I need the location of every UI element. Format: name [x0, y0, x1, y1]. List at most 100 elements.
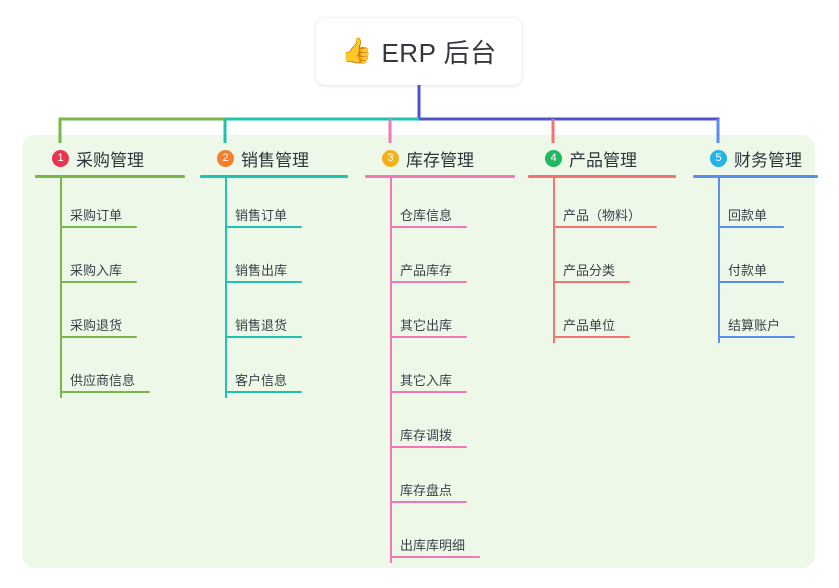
- menu-item-label: 回款单: [728, 208, 768, 223]
- menu-item[interactable]: 销售退货: [200, 288, 348, 343]
- menu-item-rule: [390, 501, 467, 503]
- root-node[interactable]: 👍 ERP 后台: [316, 18, 522, 85]
- column-title: 财务管理: [734, 150, 802, 170]
- column-stem: [60, 178, 62, 398]
- menu-item-label: 销售出库: [235, 263, 288, 278]
- menu-item-rule: [553, 281, 630, 283]
- menu-item-rule: [60, 281, 137, 283]
- menu-item-label: 产品分类: [563, 263, 616, 278]
- menu-item[interactable]: 回款单: [693, 178, 818, 233]
- column-title: 库存管理: [406, 150, 474, 170]
- menu-item-rule: [390, 446, 467, 448]
- menu-item-label: 其它出库: [400, 318, 453, 333]
- menu-item-rule: [225, 391, 302, 393]
- menu-item[interactable]: 产品单位: [528, 288, 676, 343]
- menu-item-rule: [553, 336, 630, 338]
- menu-item-rule: [225, 336, 302, 338]
- column-stem: [225, 178, 227, 398]
- menu-item-label: 采购退货: [70, 318, 123, 333]
- column-1: 1 采购管理采购订单采购入库采购退货供应商信息: [35, 146, 185, 398]
- menu-item[interactable]: 供应商信息: [35, 343, 185, 398]
- menu-item[interactable]: 库存盘点: [365, 453, 515, 508]
- menu-item-label: 产品单位: [563, 318, 616, 333]
- column-items: 仓库信息产品库存其它出库其它入库库存调拨库存盘点出库库明细: [365, 178, 515, 563]
- menu-item-label: 销售订单: [235, 208, 288, 223]
- menu-item-label: 库存调拨: [400, 428, 453, 443]
- column-underline: [365, 175, 515, 178]
- menu-item-rule: [718, 226, 784, 228]
- menu-item-rule: [718, 281, 784, 283]
- menu-item-label: 库存盘点: [400, 483, 453, 498]
- menu-item-rule: [390, 336, 467, 338]
- column-underline: [35, 175, 185, 178]
- menu-item[interactable]: 采购订单: [35, 178, 185, 233]
- menu-item[interactable]: 采购退货: [35, 288, 185, 343]
- menu-item[interactable]: 产品分类: [528, 233, 676, 288]
- column-items: 销售订单销售出库销售退货客户信息: [200, 178, 348, 398]
- menu-item-rule: [225, 281, 302, 283]
- menu-item-label: 客户信息: [235, 373, 288, 388]
- column-items: 产品（物料） 产品分类产品单位: [528, 178, 676, 343]
- column-badge-icon: 2: [217, 149, 234, 167]
- column-stem: [390, 178, 392, 563]
- column-stem: [553, 178, 555, 343]
- column-title: 销售管理: [241, 150, 309, 170]
- menu-item-rule: [60, 336, 137, 338]
- menu-item-rule: [390, 226, 467, 228]
- column-items: 回款单付款单结算账户: [693, 178, 818, 343]
- column-header-5[interactable]: 5 财务管理: [693, 146, 818, 170]
- column-5: 5 财务管理回款单付款单结算账户: [693, 146, 818, 343]
- menu-item-label: 采购订单: [70, 208, 123, 223]
- menu-item-label: 供应商信息: [70, 373, 136, 388]
- menu-item-label: 付款单: [728, 263, 768, 278]
- column-badge-icon: 3: [382, 149, 399, 167]
- menu-item[interactable]: 结算账户: [693, 288, 818, 343]
- menu-item[interactable]: 付款单: [693, 233, 818, 288]
- column-header-3[interactable]: 3 库存管理: [365, 146, 515, 170]
- menu-item-rule: [390, 556, 480, 558]
- column-4: 4 产品管理产品（物料） 产品分类产品单位: [528, 146, 676, 343]
- column-header-1[interactable]: 1 采购管理: [35, 146, 185, 170]
- menu-item-rule: [390, 391, 467, 393]
- menu-item-rule: [553, 226, 657, 228]
- menu-item[interactable]: 库存调拨: [365, 398, 515, 453]
- root-title: ERP 后台: [381, 38, 497, 68]
- column-badge-icon: 5: [710, 149, 727, 167]
- menu-item-label: 采购入库: [70, 263, 123, 278]
- column-3: 3 库存管理仓库信息产品库存其它出库其它入库库存调拨库存盘点出库库明细: [365, 146, 515, 563]
- menu-item[interactable]: 采购入库: [35, 233, 185, 288]
- column-stem: [718, 178, 720, 343]
- menu-item-label: 仓库信息: [400, 208, 453, 223]
- menu-item[interactable]: 销售订单: [200, 178, 348, 233]
- menu-item-rule: [718, 336, 795, 338]
- column-title: 产品管理: [569, 150, 637, 170]
- menu-item-label: 结算账户: [728, 318, 781, 333]
- column-underline: [528, 175, 676, 178]
- column-header-2[interactable]: 2 销售管理: [200, 146, 348, 170]
- column-badge-icon: 1: [52, 149, 69, 167]
- thumbs-up-icon: 👍: [341, 37, 373, 65]
- column-title: 采购管理: [76, 150, 144, 170]
- menu-item[interactable]: 出库库明细: [365, 508, 515, 563]
- menu-item[interactable]: 产品库存: [365, 233, 515, 288]
- menu-item-label: 其它入库: [400, 373, 453, 388]
- menu-item[interactable]: 客户信息: [200, 343, 348, 398]
- menu-item[interactable]: 产品（物料）: [528, 178, 676, 233]
- menu-item-rule: [390, 281, 467, 283]
- menu-item-label: 产品库存: [400, 263, 453, 278]
- column-underline: [693, 175, 818, 178]
- diagram-panel: [22, 135, 815, 568]
- menu-item[interactable]: 其它出库: [365, 288, 515, 343]
- column-items: 采购订单采购入库采购退货供应商信息: [35, 178, 185, 398]
- menu-item[interactable]: 销售出库: [200, 233, 348, 288]
- menu-item-rule: [225, 226, 302, 228]
- menu-item-label: 销售退货: [235, 318, 288, 333]
- column-badge-icon: 4: [545, 149, 562, 167]
- menu-item-rule: [60, 391, 150, 393]
- column-header-4[interactable]: 4 产品管理: [528, 146, 676, 170]
- column-2: 2 销售管理销售订单销售出库销售退货客户信息: [200, 146, 348, 398]
- menu-item-label: 出库库明细: [400, 538, 466, 553]
- menu-item[interactable]: 其它入库: [365, 343, 515, 398]
- menu-item[interactable]: 仓库信息: [365, 178, 515, 233]
